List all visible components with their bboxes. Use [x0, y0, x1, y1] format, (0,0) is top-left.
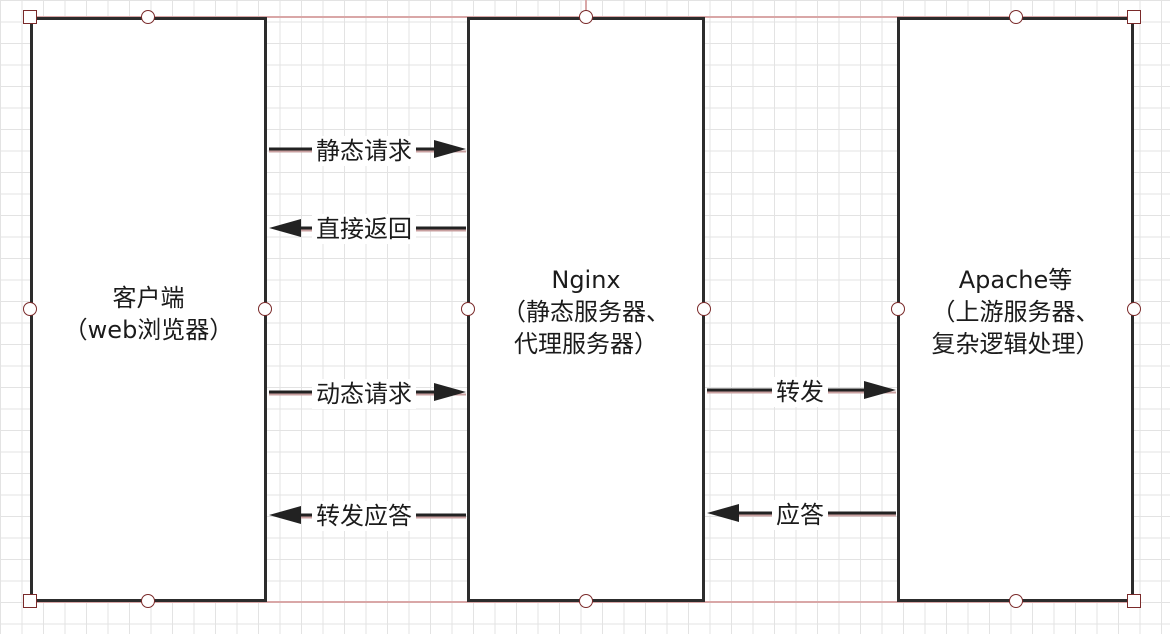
- client-node-label: 客户端 （web浏览器）: [33, 282, 264, 346]
- direct-return-label: 直接返回: [312, 214, 416, 244]
- dynamic-request-label: 动态请求: [312, 379, 416, 409]
- apache-connection-point-left[interactable]: [891, 302, 905, 316]
- apache-node-subtitle-2: 复杂逻辑处理）: [931, 330, 1100, 358]
- resize-handle-top-1[interactable]: [141, 10, 155, 24]
- static-request-label: 静态请求: [312, 136, 416, 166]
- nginx-node-label: Nginx （静态服务器、 代理服务器）: [470, 264, 702, 360]
- nginx-node-title: Nginx: [551, 266, 621, 294]
- nginx-connection-point-left[interactable]: [461, 302, 475, 316]
- apache-node-subtitle-1: （上游服务器、: [931, 298, 1100, 326]
- apache-node-label: Apache等 （上游服务器、 复杂逻辑处理）: [900, 264, 1131, 360]
- resize-handle-bottom-center[interactable]: [579, 594, 593, 608]
- client-connection-point-right[interactable]: [258, 302, 272, 316]
- client-node-title: 客户端: [112, 284, 185, 312]
- forward-label: 转发: [772, 377, 828, 407]
- apache-node-title: Apache等: [958, 266, 1073, 294]
- resize-handle-bottom-right[interactable]: [1127, 594, 1141, 608]
- client-connection-point-left[interactable]: [23, 302, 37, 316]
- nginx-node-subtitle-1: （静态服务器、: [502, 298, 670, 326]
- resize-handle-bottom-2[interactable]: [1009, 594, 1023, 608]
- resize-handle-top-right[interactable]: [1127, 10, 1141, 24]
- resize-handle-bottom-left[interactable]: [23, 594, 37, 608]
- resize-handle-top-2[interactable]: [1009, 10, 1023, 24]
- nginx-node[interactable]: Nginx （静态服务器、 代理服务器）: [467, 17, 705, 602]
- resize-handle-top-left[interactable]: [23, 10, 37, 24]
- nginx-node-subtitle-2: 代理服务器）: [514, 330, 658, 358]
- apache-connection-point-right[interactable]: [1127, 302, 1141, 316]
- forward-response-label: 转发应答: [312, 501, 416, 531]
- response-label: 应答: [772, 500, 828, 530]
- client-node-subtitle: （web浏览器）: [63, 316, 234, 344]
- nginx-connection-point-right[interactable]: [697, 302, 711, 316]
- selection-outline-rotate-stem: [585, 0, 587, 16]
- rotate-handle-top-center[interactable]: [579, 10, 593, 24]
- resize-handle-bottom-1[interactable]: [141, 594, 155, 608]
